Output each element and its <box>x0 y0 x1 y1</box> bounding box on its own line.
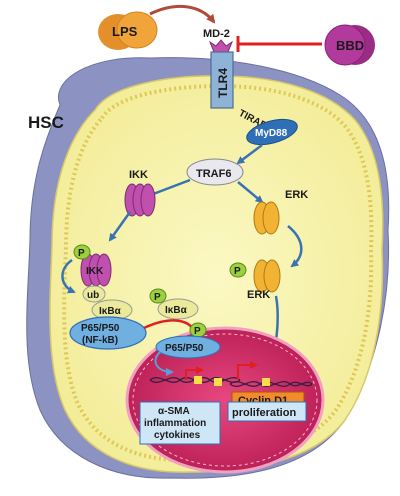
transcription-arrow-left <box>185 366 204 380</box>
ikk-to-ikba-arrow <box>61 258 76 294</box>
myd88-protein <box>246 118 298 146</box>
lps-to-md2-arrow <box>149 4 216 24</box>
nuc-p65p50 <box>155 335 221 359</box>
traf6-label: TRAF6 <box>196 168 231 180</box>
ikk-p-label: IKK <box>86 266 104 277</box>
traf6-protein <box>186 158 244 186</box>
nfkb-complex <box>69 316 147 350</box>
traf6-to-erk-arrow <box>237 181 264 204</box>
asma-label-1: α-SMA <box>158 406 190 417</box>
ub-label: ub <box>87 290 99 301</box>
dna-right <box>229 381 313 387</box>
asma-label-2: inflammation <box>144 418 206 429</box>
transcription-arrow-right <box>237 361 258 380</box>
ikk-top-label: IKK <box>129 169 148 181</box>
erk-top-label: ERK <box>285 189 308 201</box>
p-badge-ikk <box>73 244 91 260</box>
erk-p-label: ERK <box>247 289 270 301</box>
myd88-label: MyD88 <box>255 128 288 139</box>
p65p50-to-dna-arrow <box>154 351 174 376</box>
gene-marker-1 <box>194 376 202 384</box>
lps-molecule: LPS <box>98 11 158 50</box>
p-badge-erk <box>229 262 247 278</box>
erk-phospho-arrow <box>287 225 303 268</box>
gene-marker-3 <box>262 378 270 386</box>
md2-receptor-icon <box>208 39 234 53</box>
bbd-label: BBD <box>336 38 364 53</box>
cell-membrane <box>62 83 374 463</box>
erk-phosphorylated <box>253 259 281 293</box>
traf6-to-ikk-arrow <box>146 178 191 198</box>
gene-marker-2 <box>214 378 222 386</box>
ikk-phospho-arrow <box>108 211 132 242</box>
ub-tag <box>82 285 106 303</box>
ikba-label-1: IκBα <box>99 306 122 317</box>
myd88-to-traf6-arrow <box>236 144 263 165</box>
ikk-phosphorylated <box>80 253 112 287</box>
nuc-p65p50-label: P65/P50 <box>165 343 204 354</box>
nfkb-label-line1: P65/P50 <box>81 323 120 334</box>
p-badge-nuc-label: P <box>194 326 201 337</box>
nfkb-label-line2: (NF-kB) <box>82 335 118 346</box>
erk-complex-top <box>253 201 280 235</box>
ikk-complex-top <box>124 183 156 217</box>
ikba-label-2: IκBα <box>165 305 188 316</box>
ikba-protein-2 <box>157 298 199 320</box>
hsc-label: HSC <box>28 113 64 132</box>
proliferation-box <box>227 401 307 422</box>
asma-box <box>139 401 221 445</box>
nucleus-inner <box>132 333 318 467</box>
tlr4-label: TLR4 <box>216 68 230 98</box>
bbd-molecule: BBD <box>324 24 375 66</box>
md2-label: MD-2 <box>203 28 230 40</box>
p-badge-ikba-label: P <box>154 292 161 303</box>
p-badge-erk-label: P <box>234 266 241 277</box>
asma-label-3: cytokines <box>154 430 201 441</box>
p-badge-ikba <box>149 288 167 304</box>
tlr4-receptor <box>210 51 234 109</box>
p-badge-ikk-label: P <box>78 248 85 259</box>
proliferation-label: proliferation <box>232 407 296 419</box>
lps-label: LPS <box>112 24 138 39</box>
